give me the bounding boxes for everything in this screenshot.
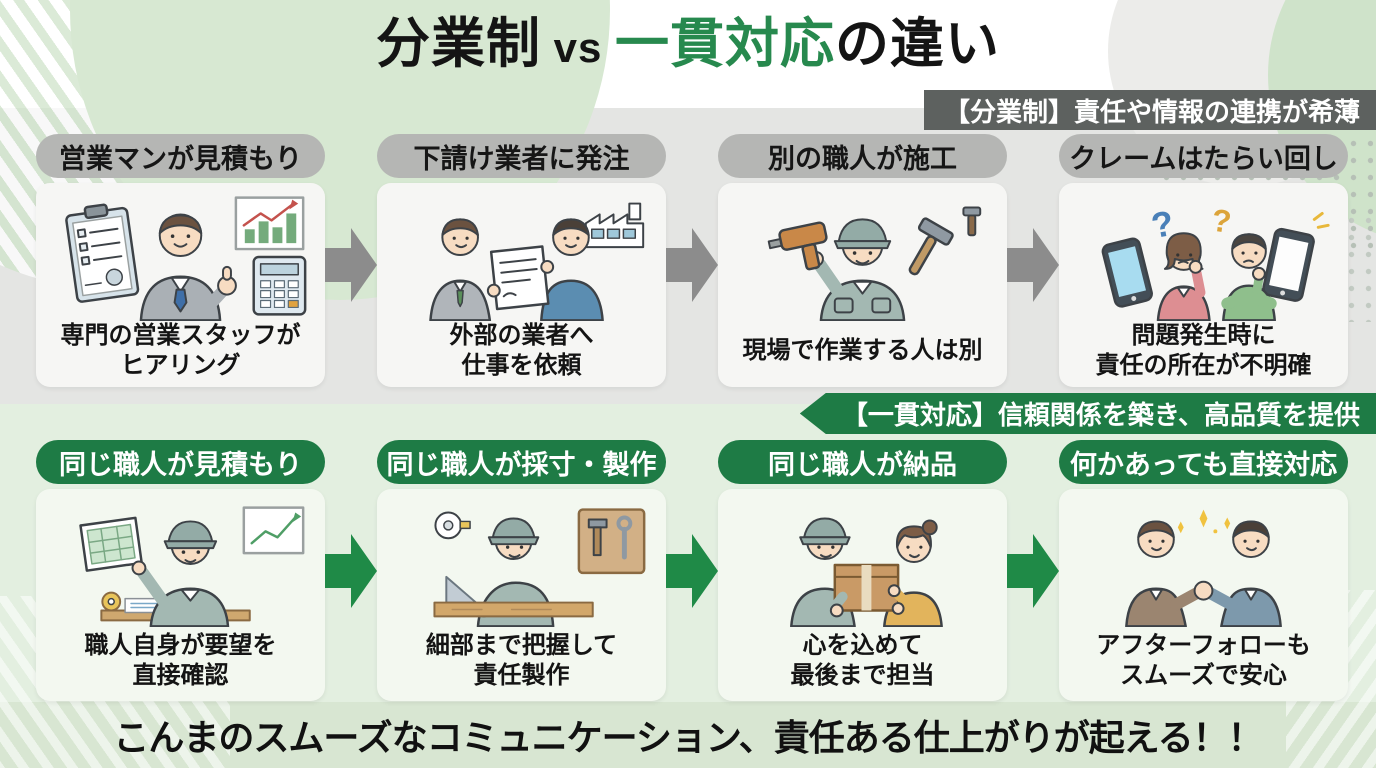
title-division: 分業制 (375, 14, 541, 74)
step-caption: 細部まで把握して 責任製作 (425, 632, 618, 689)
footer-text: こんまのスムーズなコミュニケーション、責任ある仕上がりが起える！！ (113, 717, 1263, 758)
step-caption: 問題発生時に 責任の所在が不明確 (1095, 322, 1312, 379)
division-step-2: 下請け業者に発注 (377, 134, 666, 387)
flow-arrow-cell (325, 440, 377, 608)
arrow-right-icon (666, 534, 718, 608)
step-card: アフターフォローも スムーズで安心 (1059, 489, 1348, 701)
flow-arrow-cell (1007, 440, 1059, 608)
integrated-section-badge: 【一貫対応】信頼関係を築き、高品質を提供 (799, 393, 1376, 434)
arrow-right-icon (1007, 534, 1059, 608)
page-title: 分業制 vs 一貫対応の違い (0, 12, 1376, 77)
step-caption: 現場で作業する人は別 (742, 337, 983, 364)
step-caption: アフターフォローも スムーズで安心 (1096, 632, 1311, 689)
salesman-illustration (65, 196, 307, 321)
step-caption: 心を込めて 最後まで担当 (790, 632, 935, 689)
step-header: 同じ職人が採寸・製作 (377, 440, 666, 484)
svg-text:?: ? (1209, 202, 1233, 240)
step-header: 下請け業者に発注 (377, 134, 666, 178)
footer-banner: こんまのスムーズなコミュニケーション、責任ある仕上がりが起える！！ (0, 702, 1376, 768)
worker-drill-illustration (767, 206, 982, 321)
flow-arrow-cell (666, 440, 718, 608)
integrated-flow: 同じ職人が見積もり (36, 440, 1348, 701)
step-card: 心を込めて 最後まで担当 (718, 489, 1007, 701)
division-flow: 営業マンが見積もり (36, 134, 1348, 387)
step-card: ? ? (1059, 183, 1348, 387)
step-header: 何かあっても直接対応 (1059, 440, 1348, 484)
arrow-right-icon (1007, 228, 1059, 302)
step-header: 同じ職人が見積もり (36, 440, 325, 484)
flow-arrow-cell (325, 134, 377, 302)
step-header: クレームはたらい回し (1059, 134, 1348, 178)
arrow-right-icon (666, 228, 718, 302)
integrated-step-1: 同じ職人が見積もり (36, 440, 325, 701)
step-header: 営業マンが見積もり (36, 134, 325, 178)
step-card: 外部の業者へ 仕事を依頼 (377, 183, 666, 387)
step-card: 専門の営業スタッフが ヒアリング (36, 183, 325, 387)
handshake-illustration (1125, 509, 1282, 627)
division-step-4: クレームはたらい回し (1059, 134, 1348, 387)
craftsman-workbench-illustration (433, 508, 646, 627)
delivery-illustration (790, 517, 943, 627)
title-suffix: の違い (835, 14, 1001, 74)
step-caption: 専門の営業スタッフが ヒアリング (60, 322, 301, 379)
title-vs: vs (540, 24, 616, 71)
step-caption: 外部の業者へ 仕事を依頼 (449, 322, 594, 379)
subcontract-illustration (429, 202, 645, 321)
integrated-step-3: 同じ職人が納品 (718, 440, 1007, 701)
step-header: 同じ職人が納品 (718, 440, 1007, 484)
division-step-1: 営業マンが見積もり (36, 134, 325, 387)
division-section-badge: 【分業制】責任や情報の連携が希薄 (923, 90, 1376, 130)
flow-arrow-cell (666, 134, 718, 302)
complaint-illustration: ? ? (1101, 202, 1330, 321)
step-card: 職人自身が要望を 直接確認 (36, 489, 325, 701)
division-step-3: 別の職人が施工 (718, 134, 1007, 387)
flow-arrow-cell (1007, 134, 1059, 302)
arrow-right-icon (325, 534, 377, 608)
integrated-step-2: 同じ職人が採寸・製作 (377, 440, 666, 701)
integrated-step-4: 何かあっても直接対応 (1059, 440, 1348, 701)
step-caption: 職人自身が要望を 直接確認 (84, 632, 277, 689)
title-integrated: 一貫対応 (615, 14, 836, 74)
craftsman-plan-illustration (79, 506, 305, 627)
step-card: 細部まで把握して 責任製作 (377, 489, 666, 701)
step-header: 別の職人が施工 (718, 134, 1007, 178)
arrow-right-icon (325, 228, 377, 302)
step-card: 現場で作業する人は別 (718, 183, 1007, 387)
